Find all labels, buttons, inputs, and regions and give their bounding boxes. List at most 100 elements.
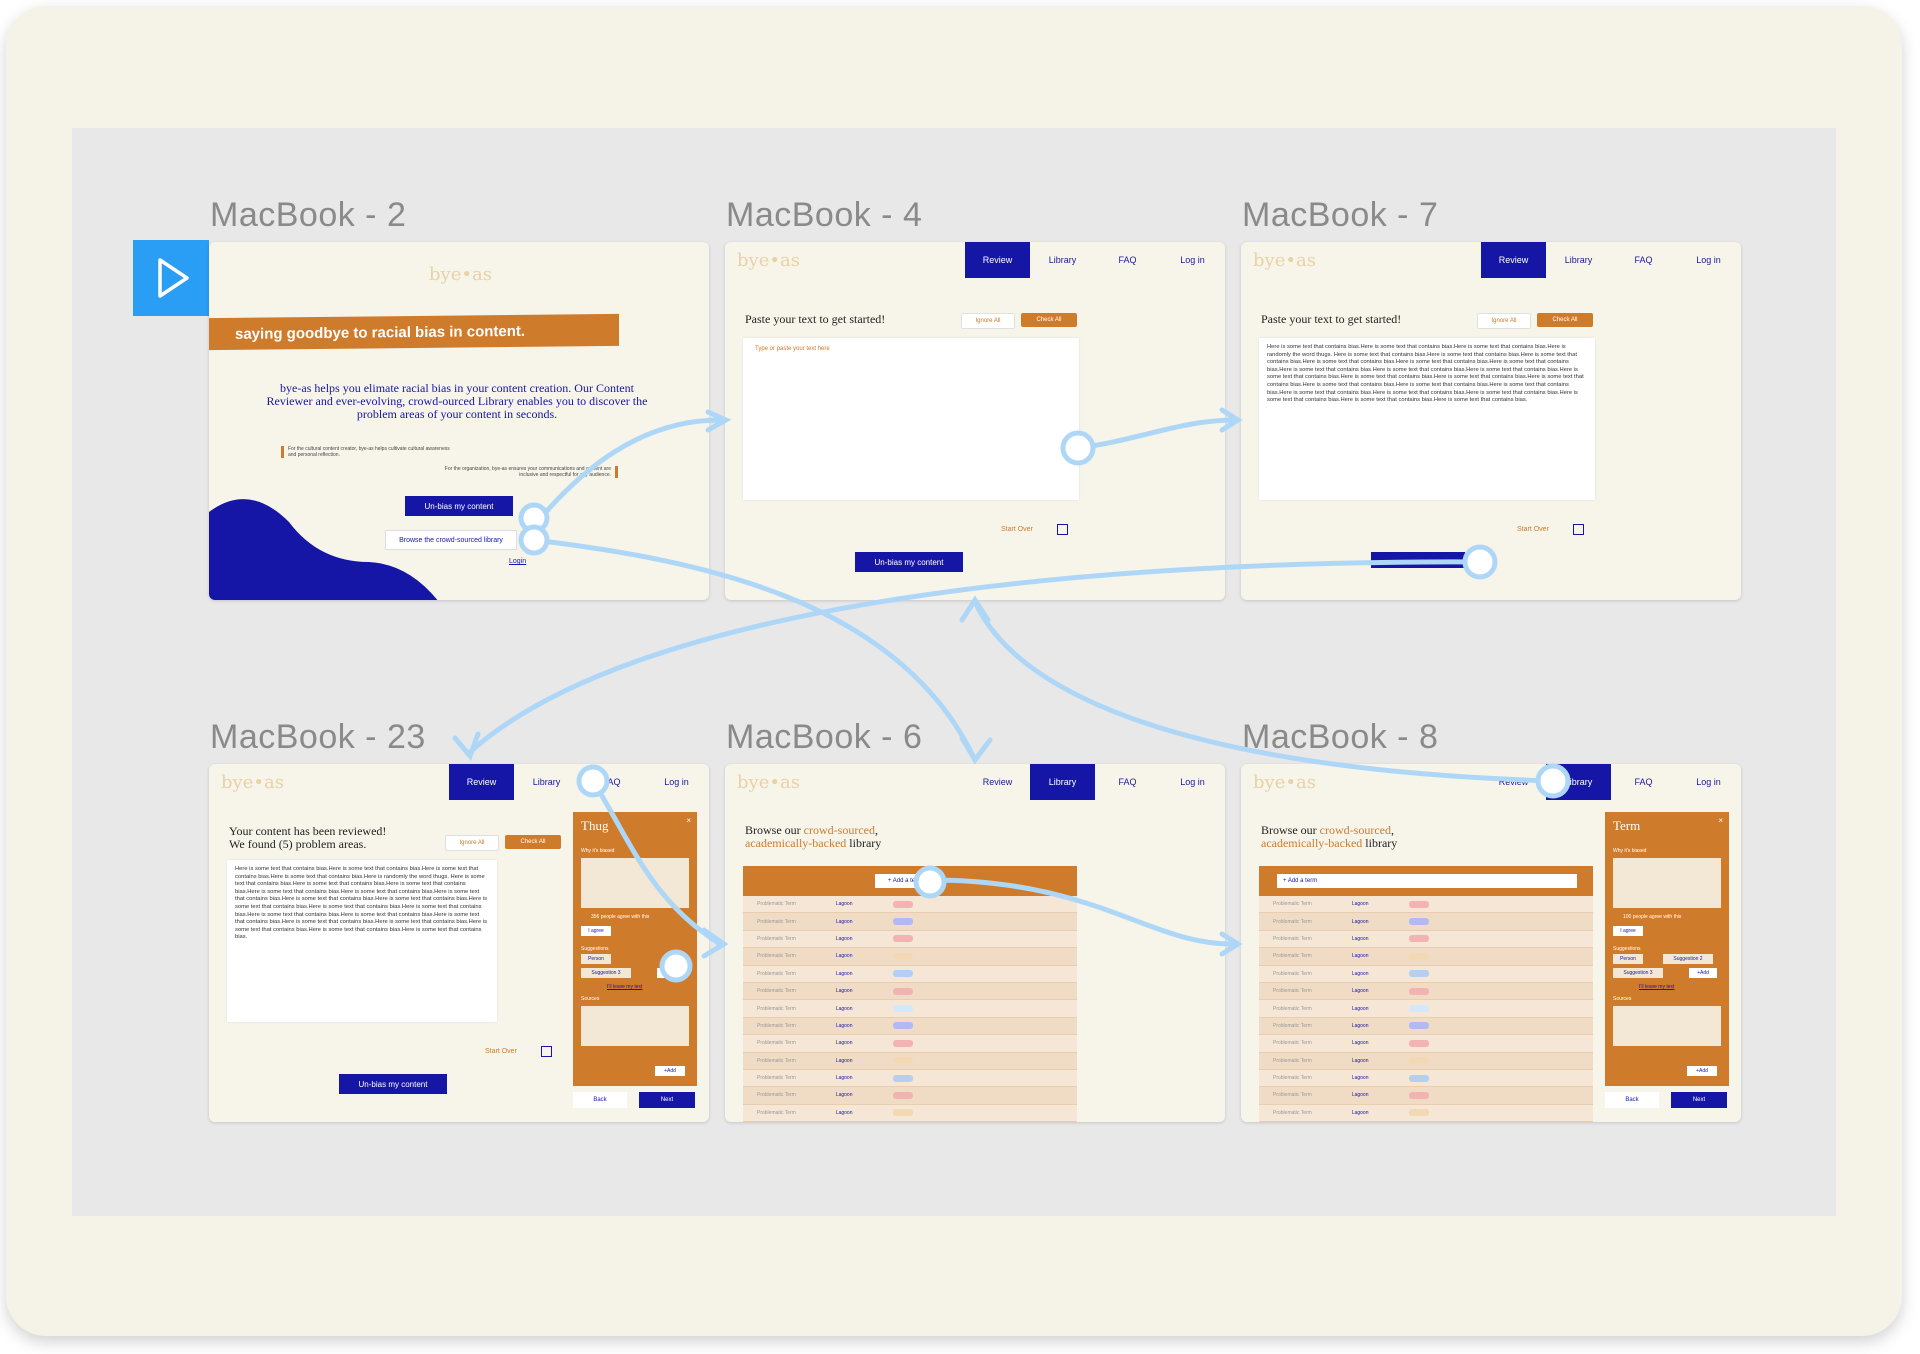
frame-macbook-2[interactable]: bye•as saying goodbye to racial bias in …: [209, 242, 709, 600]
close-icon[interactable]: ×: [1718, 816, 1723, 825]
check-all-button[interactable]: Check All: [505, 835, 561, 849]
why-box: [581, 858, 689, 908]
ignore-all-button[interactable]: Ignore All: [961, 313, 1015, 329]
check-all-button[interactable]: Check All: [1021, 313, 1077, 327]
add-source-button[interactable]: +Add: [1687, 1066, 1717, 1076]
leave-text-link[interactable]: I'll leave my text: [607, 984, 643, 990]
nav-faq[interactable]: FAQ: [602, 777, 621, 787]
copy-icon[interactable]: [541, 1046, 552, 1057]
ignore-all-button[interactable]: Ignore All: [445, 835, 499, 851]
ignore-all-button[interactable]: Ignore All: [1477, 313, 1531, 329]
nav-login[interactable]: Log in: [1180, 777, 1205, 787]
login-link[interactable]: Login: [509, 558, 527, 565]
nav-login[interactable]: Log in: [1180, 255, 1205, 265]
leave-text-link[interactable]: I'll leave my text: [1639, 984, 1675, 990]
suggestion-3[interactable]: Suggestion 3: [1613, 968, 1663, 978]
nav-library[interactable]: Library: [1546, 764, 1611, 800]
nav-library[interactable]: Library: [1030, 764, 1095, 800]
frame-macbook-4[interactable]: bye•as Review Library FAQ Log in Paste y…: [725, 242, 1225, 600]
frame-macbook-6[interactable]: bye•as Review Library FAQ Log in Browse …: [725, 764, 1225, 1122]
add-suggestion-button[interactable]: +Add: [657, 968, 685, 978]
nav-login[interactable]: Log in: [1696, 255, 1721, 265]
frame-label: MacBook - 7: [1242, 196, 1439, 234]
add-term-button[interactable]: + Add a term: [875, 874, 935, 888]
start-over-link[interactable]: Start Over: [1517, 526, 1549, 533]
add-term-input[interactable]: + Add a term: [1277, 874, 1577, 888]
agree-button[interactable]: I agree: [1613, 926, 1643, 936]
nav-login[interactable]: Log in: [664, 777, 689, 787]
add-source-button[interactable]: +Add: [655, 1066, 685, 1076]
suggestion-person[interactable]: Person: [1613, 954, 1643, 964]
copy-icon[interactable]: [1573, 524, 1584, 535]
note-left: For the cultural content creator, bye-as…: [281, 446, 458, 458]
back-button[interactable]: Back: [573, 1092, 627, 1108]
suggestion-3[interactable]: Suggestion 3: [581, 968, 631, 978]
suggestions-label: Suggestions: [1613, 946, 1641, 952]
nav-review[interactable]: Review: [965, 242, 1030, 278]
nav-library[interactable]: Library: [1564, 255, 1593, 265]
close-icon[interactable]: ×: [686, 816, 691, 825]
play-prototype-button[interactable]: [133, 240, 209, 316]
tagline-banner: saying goodbye to racial bias in content…: [209, 313, 619, 351]
frame-macbook-23[interactable]: bye•as Review Library FAQ Log in Your co…: [209, 764, 709, 1122]
agree-button[interactable]: I agree: [581, 926, 611, 936]
text-input-area[interactable]: Type or paste your text here: [743, 338, 1079, 500]
text-input-area[interactable]: Here is some text that contains bias.Her…: [1259, 338, 1595, 500]
frame-macbook-7[interactable]: bye•as Review Library FAQ Log in Paste y…: [1241, 242, 1741, 600]
next-button[interactable]: Next: [1671, 1092, 1727, 1108]
nav-faq[interactable]: FAQ: [1118, 255, 1137, 265]
unbias-button[interactable]: [1371, 552, 1465, 568]
frame-macbook-8[interactable]: bye•as Review Library FAQ Log in Browse …: [1241, 764, 1741, 1122]
nav-library[interactable]: Library: [1048, 255, 1077, 265]
nav-review[interactable]: Review: [449, 764, 514, 800]
nav-login[interactable]: Log in: [1696, 777, 1721, 787]
nav-review[interactable]: Review: [1498, 777, 1529, 787]
nav-faq[interactable]: FAQ: [1118, 777, 1137, 787]
start-over-link[interactable]: Start Over: [485, 1048, 517, 1055]
unbias-button[interactable]: Un-bias my content: [405, 496, 513, 516]
reviewed-text-area[interactable]: Here is some text that contains bias.Her…: [227, 860, 497, 1022]
start-over-link[interactable]: Start Over: [1001, 526, 1033, 533]
nav-review[interactable]: Review: [982, 777, 1013, 787]
unbias-button[interactable]: Un-bias my content: [339, 1074, 447, 1094]
copy-icon[interactable]: [1057, 524, 1068, 535]
nav-review[interactable]: Review: [1481, 242, 1546, 278]
add-suggestion-button[interactable]: +Add: [1689, 968, 1717, 978]
nav-faq[interactable]: FAQ: [1634, 255, 1653, 265]
suggestion-person[interactable]: Person: [581, 954, 611, 964]
back-button[interactable]: Back: [1605, 1092, 1659, 1108]
unbias-button[interactable]: Un-bias my content: [855, 552, 963, 572]
browse-library-button[interactable]: Browse the crowd-sourced library: [385, 530, 517, 550]
check-all-button[interactable]: Check All: [1537, 313, 1593, 327]
nav-library[interactable]: Library: [532, 777, 561, 787]
nav-faq[interactable]: FAQ: [1634, 777, 1653, 787]
next-button[interactable]: Next: [639, 1092, 695, 1108]
suggestion-2[interactable]: Suggestion 2: [1663, 954, 1713, 964]
